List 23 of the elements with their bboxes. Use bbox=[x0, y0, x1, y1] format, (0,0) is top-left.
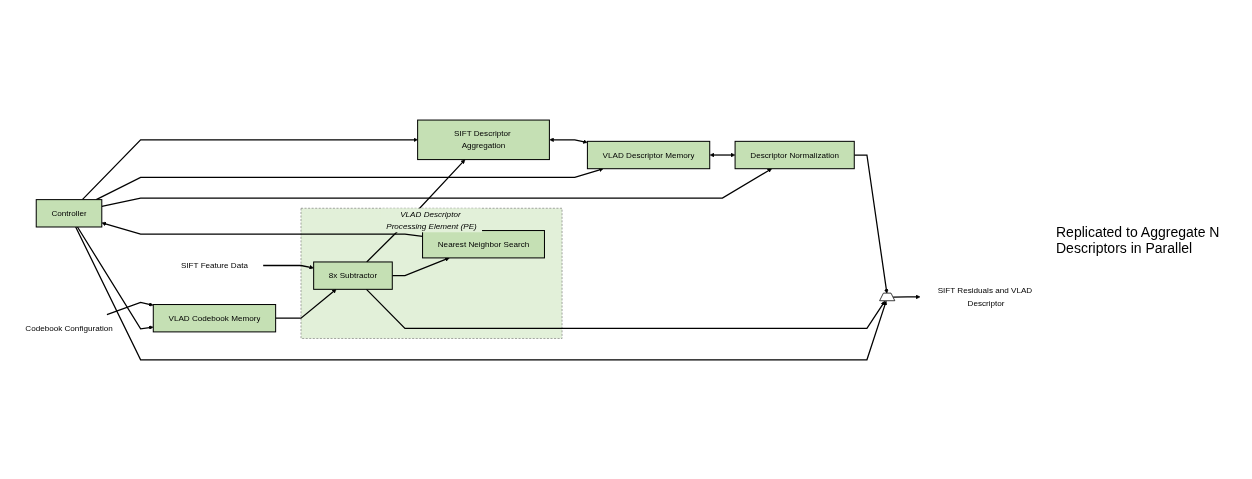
arrow bbox=[709, 152, 736, 157]
node-box: VLAD Codebook Memory bbox=[152, 303, 277, 332]
arrow bbox=[75, 225, 888, 360]
node-text: Codebook Configuration bbox=[25, 323, 113, 332]
node-trapezoid bbox=[879, 292, 896, 301]
node-box: Descriptor Normalization bbox=[734, 140, 855, 169]
arrow bbox=[81, 137, 418, 200]
node-box: VLAD Descriptor Memory bbox=[586, 140, 711, 169]
arrow bbox=[106, 301, 154, 315]
arrow bbox=[262, 264, 314, 269]
node-text: SIFT Feature Data bbox=[180, 260, 248, 270]
arrow bbox=[365, 288, 886, 329]
arrow bbox=[275, 288, 337, 319]
node-box: SIFT Descriptor Aggregation bbox=[417, 119, 550, 160]
arrow bbox=[892, 294, 921, 299]
node-box: Controller bbox=[35, 198, 103, 228]
node-text: SIFT Residuals and VLAD Descriptor bbox=[937, 285, 1033, 307]
node-box: 8x Subtractor bbox=[313, 261, 393, 290]
note-text: Replicated to Aggregate N Descriptors in Parallel bbox=[1056, 223, 1221, 256]
arrow bbox=[76, 225, 154, 330]
arrow bbox=[95, 167, 604, 200]
arrow bbox=[549, 137, 588, 144]
arrow bbox=[101, 168, 772, 207]
